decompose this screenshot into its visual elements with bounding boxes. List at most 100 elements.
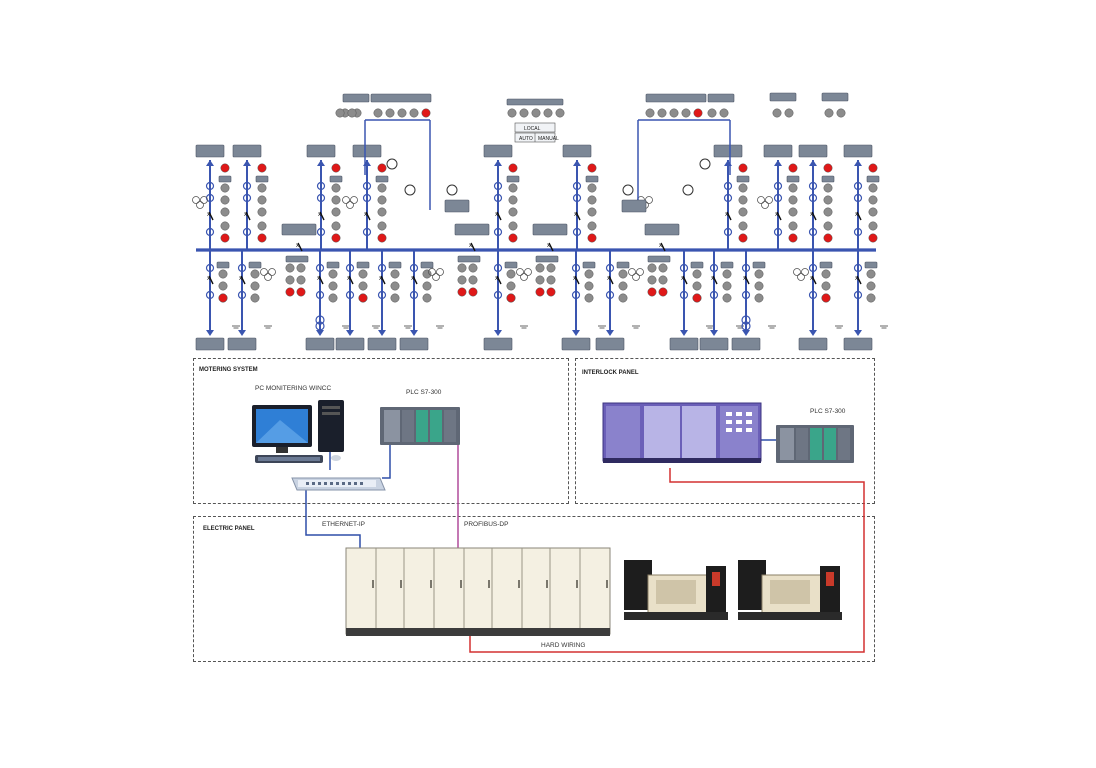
grey-indicator [531, 108, 541, 118]
current-transformer [237, 263, 247, 273]
red-indicator [220, 233, 230, 243]
grey-indicator [220, 207, 230, 217]
pc-monitoring-label: PC MONITERING WINCC [255, 385, 332, 392]
grey-indicator [377, 183, 387, 193]
breaker-x-mark: x [810, 276, 813, 282]
grey-indicator [397, 108, 407, 118]
indicator-tag [356, 261, 370, 269]
red-indicator [421, 108, 431, 118]
plc-interlock-label: PLC S7-300 [810, 408, 846, 415]
grey-indicator [722, 269, 732, 279]
breaker-symbol [811, 275, 817, 285]
grey-indicator [868, 207, 878, 217]
grey-indicator [250, 281, 260, 291]
breaker-symbol [380, 275, 386, 285]
breaker-symbol [412, 275, 418, 285]
current-transformer [808, 263, 818, 273]
incomer-arrow [206, 160, 214, 166]
breaker-symbol [208, 275, 214, 285]
current-transformer [723, 193, 733, 203]
grey-indicator [738, 221, 748, 231]
grey-indicator [823, 221, 833, 231]
meter-tag [457, 255, 481, 263]
grey-indicator [546, 275, 556, 285]
grey-indicator [587, 183, 597, 193]
breaker-symbol [365, 211, 371, 221]
red-indicator [821, 293, 831, 303]
breaker-symbol [548, 242, 554, 252]
current-transformer [853, 290, 863, 300]
voltage-transformer [342, 196, 350, 204]
current-transformer [345, 263, 355, 273]
hard-wiring-cable [469, 468, 865, 653]
incomer-tag [483, 144, 513, 158]
breaker-x-mark: x [207, 212, 210, 218]
indicator-tag [326, 261, 340, 269]
breaker-x-mark: x [318, 212, 321, 218]
grey-indicator [788, 195, 798, 205]
indicator-tag [375, 175, 389, 183]
current-transformer [571, 290, 581, 300]
breaker-x-mark: x [659, 243, 662, 249]
grey-indicator [508, 221, 518, 231]
feeder-arrow [410, 330, 418, 336]
feeder-arrow [238, 330, 246, 336]
indicator-tag [786, 175, 800, 183]
grey-indicator [507, 108, 517, 118]
grey-indicator [328, 293, 338, 303]
grey-indicator [823, 195, 833, 205]
grey-indicator [257, 195, 267, 205]
generator-symbol [622, 184, 634, 196]
incomer-status-indicator [331, 163, 341, 173]
grey-indicator [868, 221, 878, 231]
grey-indicator [824, 108, 834, 118]
breaker-symbol [660, 242, 666, 252]
grey-indicator [618, 293, 628, 303]
incomer-arrow [573, 160, 581, 166]
current-transformer [362, 227, 372, 237]
grey-indicator [823, 183, 833, 193]
breaker-symbol [608, 275, 614, 285]
grey-indicator [546, 263, 556, 273]
grey-indicator [868, 183, 878, 193]
grey-indicator [508, 183, 518, 193]
plc-rack-monitoring [380, 407, 460, 445]
interlock-panel-section [575, 358, 875, 504]
grey-indicator [754, 281, 764, 291]
voltage-transformer [765, 196, 773, 204]
current-transformer [741, 290, 751, 300]
current-transformer [362, 193, 372, 203]
current-transformer [242, 193, 252, 203]
current-transformer [205, 193, 215, 203]
outgoing-tag [367, 337, 397, 351]
generator-control-tag [645, 93, 707, 103]
grey-indicator [587, 221, 597, 231]
red-indicator [788, 233, 798, 243]
outgoing-tag [699, 337, 729, 351]
breaker-symbol [856, 275, 862, 285]
breaker-x-mark: x [681, 276, 684, 282]
breaker-symbol [682, 275, 688, 285]
monitor-stand [276, 447, 288, 453]
grey-indicator [555, 108, 565, 118]
current-transformer [808, 193, 818, 203]
grey-indicator [331, 207, 341, 217]
red-indicator [358, 293, 368, 303]
auxiliary-tag [821, 92, 849, 102]
grey-indicator [584, 281, 594, 291]
breaker-x-mark: x [411, 276, 414, 282]
current-transformer [709, 290, 719, 300]
current-transformer [493, 263, 503, 273]
breaker-x-mark: x [207, 276, 210, 282]
current-transformer [572, 193, 582, 203]
indicator-tag [616, 261, 630, 269]
current-transformer [741, 263, 751, 273]
breaker-x-mark: x [244, 212, 247, 218]
current-transformer [205, 263, 215, 273]
voltage-transformer [436, 268, 444, 276]
current-transformer [315, 290, 325, 300]
red-indicator [468, 287, 478, 297]
breaker-x-mark: x [379, 276, 382, 282]
grey-indicator [738, 207, 748, 217]
grey-indicator [296, 275, 306, 285]
